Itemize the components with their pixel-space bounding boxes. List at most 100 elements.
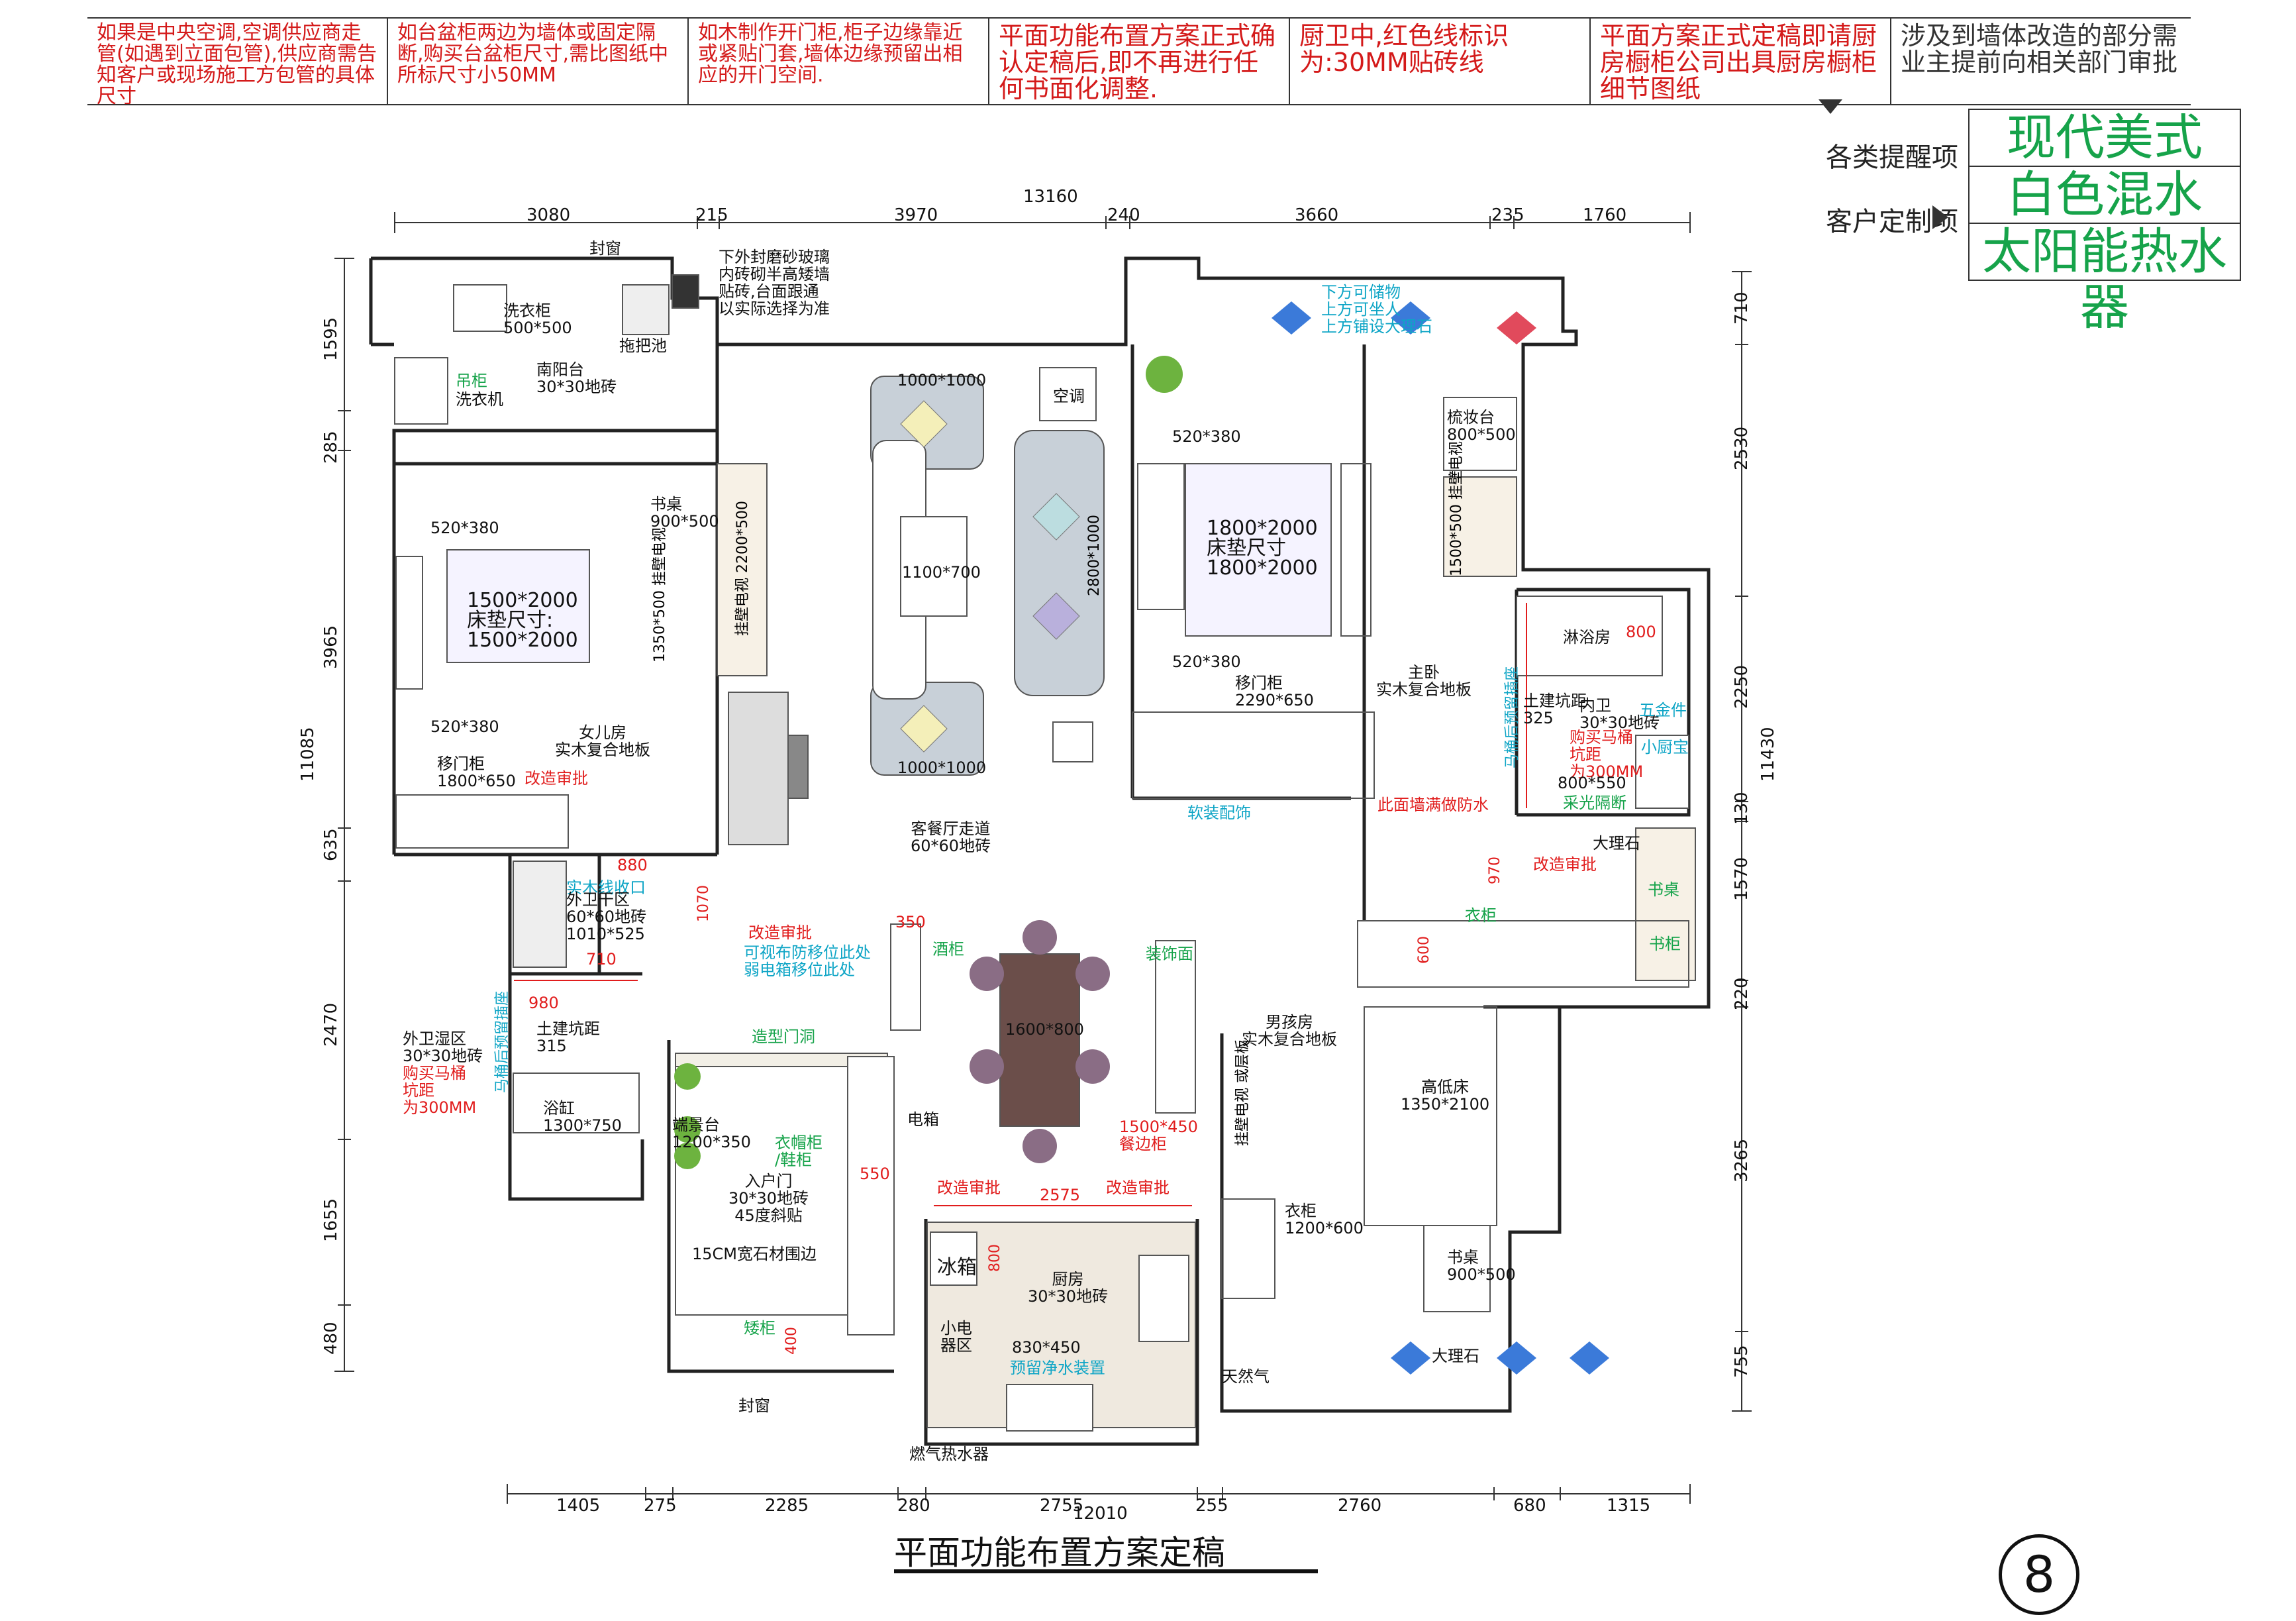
dresser-label: 梳妆台 800*500	[1447, 408, 1516, 444]
tv-boy-label: 挂壁电视 或层板	[1234, 1039, 1251, 1146]
coffee-table-label: 1100*700	[902, 563, 981, 582]
dim-left: 1595	[321, 317, 341, 361]
kitchen-label: 厨房 30*30地砖	[1028, 1270, 1109, 1306]
dim-right: 3265	[1732, 1138, 1752, 1182]
gas-label: 天然气	[1222, 1367, 1270, 1386]
wardrobe-2-label: 衣柜 1200*600	[1285, 1202, 1364, 1237]
notes-header: 如果是中央空调,空调供应商走管(如遇到立面包管),供应商需告知客户或现场施工方包…	[87, 17, 2191, 105]
desk-3-label: 书桌 900*500	[1447, 1248, 1516, 1284]
light-separator-label: 采光隔断	[1563, 794, 1626, 812]
wood-edge-label: 实木线收口	[566, 878, 646, 897]
washer-cabinet-label: 洗衣柜 500*500	[503, 301, 572, 337]
dim-top: 3080	[526, 205, 571, 225]
window-label: 封窗	[738, 1396, 770, 1415]
dim-left-total: 11085	[298, 727, 318, 782]
dim-800: 800	[987, 1244, 1003, 1272]
hardware-label: 五金件	[1639, 701, 1687, 719]
marble-label: 大理石	[1593, 834, 1640, 853]
toilet-socket-note: 马桶后预留插座	[1504, 666, 1521, 768]
dim-right: 755	[1732, 1345, 1752, 1378]
purifier-note: 预留净水装置	[1010, 1359, 1105, 1377]
elec-box-label: 电箱	[907, 1110, 939, 1129]
boy-room-label: 男孩房 实木复合地板	[1242, 1013, 1337, 1049]
washing-machine-label: 洗衣机	[456, 390, 503, 409]
dim-550: 550	[860, 1165, 890, 1183]
soft-decor-label: 软装配饰	[1187, 804, 1251, 822]
arch-label: 造型门洞	[752, 1027, 815, 1046]
note-2: 如台盆柜两边为墙体或固定隔断,购买台盆柜尺寸,需比图纸中所标尺寸小50MM	[388, 19, 689, 104]
side-cabinet-label: 1500*450 餐边柜	[1119, 1118, 1198, 1153]
dim-bottom: 1405	[556, 1496, 601, 1516]
dim-left: 480	[321, 1322, 341, 1355]
stone-edge-label: 15CM宽石材围边	[692, 1245, 817, 1263]
single-sofa-label: 1000*1000	[897, 758, 987, 777]
dim-980: 980	[528, 994, 559, 1012]
marble-label: 大理石	[1432, 1347, 1479, 1365]
approval-note: 改造审批	[1533, 855, 1597, 874]
page-title: 平面功能布置方案定稿	[894, 1534, 1225, 1572]
toilet-socket-note: 马桶后预留插座	[494, 990, 511, 1093]
civil-pit-2-label: 土建坑距 325	[1523, 692, 1587, 727]
dim-left: 635	[321, 828, 341, 861]
dim-right: 130	[1732, 792, 1752, 825]
desk-2-label: 书桌	[1648, 880, 1679, 899]
waterproof-note: 此面墙满做防水	[1377, 796, 1489, 814]
long-sofa-label: 2800*1000	[1086, 515, 1103, 596]
note-3: 如木制作开门柜,柜子边缘靠近或紧贴门套,墙体边缘预留出相应的开门空间.	[689, 19, 989, 104]
note-7: 涉及到墙体改造的部分需业主提前向相关部门审批	[1901, 21, 2178, 77]
reminder-arrow-icon	[1819, 99, 1842, 114]
dim-left: 3965	[321, 625, 341, 669]
dim-bottom: 2285	[765, 1496, 809, 1516]
nightstand-label: 520*380	[430, 717, 499, 736]
reminder-label: 各类提醒项	[1826, 142, 1958, 173]
tv-wall-2-label: 挂壁电视 2200*500	[734, 501, 751, 636]
desk-1-label: 书桌 900*500	[650, 495, 719, 531]
hanging-cabinet-label: 吊柜	[456, 372, 487, 390]
dim-2575: 2575	[1040, 1186, 1081, 1204]
dim-right: 2250	[1732, 664, 1752, 709]
dim-bottom: 680	[1513, 1496, 1546, 1516]
dim-top: 3970	[894, 205, 938, 225]
bookcase-label: 书柜	[1649, 935, 1681, 953]
note-5: 厨卫中,红色线标识为:30MM贴砖线	[1290, 19, 1591, 104]
outer-wet-label: 外卫湿区 30*30地砖	[403, 1029, 483, 1065]
custom-item: 白色混水	[1970, 167, 2240, 224]
dim-right-total: 11430	[1758, 727, 1778, 782]
ac-label: 空调	[1053, 387, 1085, 405]
porch-cabinet-label: 端景台 1200*350	[672, 1116, 751, 1151]
dim-right: 1570	[1732, 857, 1752, 901]
dim-bottom: 255	[1195, 1496, 1228, 1516]
single-sofa-label: 1000*1000	[897, 371, 987, 390]
dim-710: 710	[586, 950, 617, 968]
note-6: 平面方案正式定稿即请厨房橱柜公司出具厨房橱柜细节图纸	[1591, 19, 1891, 104]
approval-note: 改造审批	[937, 1178, 1001, 1197]
sliding-cabinet-2-label: 移门柜 2290*650	[1235, 674, 1314, 709]
dim-left: 1655	[321, 1198, 341, 1242]
approval-note: 改造审批	[748, 923, 812, 942]
dim-top: 235	[1491, 205, 1524, 225]
mop-pool-label: 拖把池	[619, 337, 667, 355]
fridge-label: 冰箱	[937, 1256, 977, 1279]
dim-right: 2530	[1732, 426, 1752, 470]
dim-bottom: 1315	[1607, 1496, 1651, 1516]
dim-top-total: 13160	[1023, 187, 1078, 207]
dim-bottom: 2755	[1040, 1496, 1084, 1516]
dim-bottom-total: 12010	[1073, 1504, 1128, 1524]
note-1: 如果是中央空调,空调供应商走管(如遇到立面包管),供应商需告知客户或现场施工方包…	[87, 19, 388, 104]
wine-cabinet-label: 酒柜	[932, 940, 964, 959]
master-room-label: 主卧 实木复合地板	[1376, 663, 1472, 699]
vanity-2-label: 800*550	[1558, 774, 1626, 792]
buy-toilet-1-note: 购买马桶 坑距 为300MM	[403, 1064, 477, 1117]
dim-1070: 1070	[695, 885, 712, 922]
south-balcony-label: 南阳台 30*30地砖	[536, 360, 617, 396]
shoe-cabinet-label: 衣帽柜 /鞋柜	[775, 1133, 823, 1169]
tv-wall-1-label: 1350*500 挂壁电视	[652, 527, 668, 662]
inner-bath-label: 内卫 30*30地砖	[1579, 696, 1660, 732]
dim-left: 2470	[321, 1002, 341, 1047]
dim-right: 220	[1732, 977, 1752, 1010]
shower-label: 淋浴房	[1563, 628, 1611, 647]
tv-move-note: 可视布防移位此处 弱电箱移位此处	[744, 943, 871, 979]
dim-400: 400	[783, 1327, 800, 1355]
wardrobe-label: 衣柜	[1465, 906, 1497, 925]
